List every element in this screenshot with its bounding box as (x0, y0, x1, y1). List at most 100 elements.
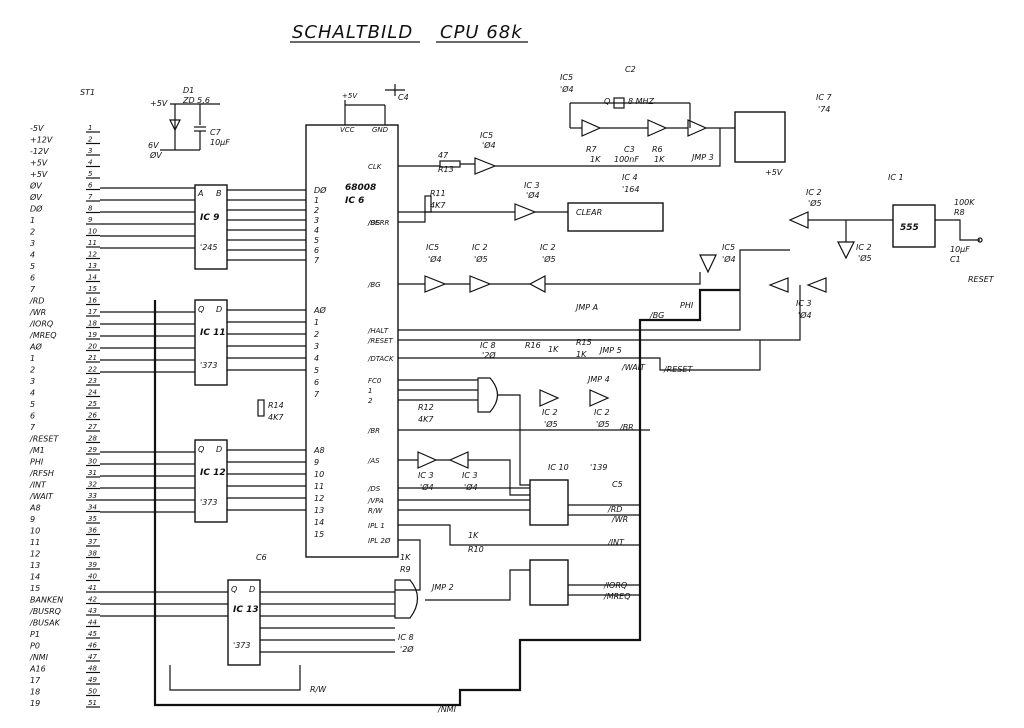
inverter-icon (474, 157, 497, 175)
title-right: CPU 68k (440, 22, 523, 43)
net-wr: /WR (611, 515, 628, 524)
connector-pin-label: 9 (30, 515, 35, 524)
cpu-pin-label: /BG (367, 281, 381, 289)
ic2-gate4-part: 'Ø5 (596, 419, 610, 429)
r11-value: 4K7 (430, 201, 446, 210)
connector-pin-number: 21 (88, 354, 97, 362)
connector-pin-number: 18 (88, 320, 97, 328)
connector-pin-label: P0 (30, 642, 40, 651)
cpu-pin-label: 1 (368, 387, 372, 395)
connector-pin-label: A8 (29, 504, 41, 513)
r6-value: 1K (654, 155, 665, 164)
cpu-pin-label: /HALT (367, 327, 389, 335)
ic13-side-b: D (249, 585, 255, 594)
connector-pin-number: 33 (88, 492, 97, 500)
cpu-address-pin-label: 4 (314, 354, 319, 363)
inverter-icon (417, 451, 438, 469)
connector-pin-number: 39 (88, 561, 97, 569)
cpu-address-high-pin-label: 12 (314, 494, 324, 503)
net-bg: /BG (649, 311, 664, 320)
connector-pin-label: ØV (29, 181, 42, 191)
c3-label: C3 (624, 145, 635, 154)
inverter-icon (699, 254, 717, 274)
connector-pin-label: 11 (30, 538, 40, 547)
connector-pin-number: 13 (88, 262, 97, 270)
cpu-gnd: GND (372, 126, 389, 134)
ic12-latch: IC 12 '373 Q D (194, 439, 228, 523)
cpu-data-pin-label: 6 (314, 246, 319, 255)
ic4-part: '164 (622, 185, 639, 194)
connector-pin-label: -12V (30, 147, 49, 156)
r13-value: 47 (438, 151, 449, 160)
ic2-gate2-label: IC 2 (540, 243, 556, 252)
misc-gates: IC5 'Ø4 IC 3 'Ø4 IC5 'Ø4 IC 2 'Ø5 IC 2 '… (417, 131, 872, 492)
r10-label: R10 (468, 545, 484, 554)
inverter-icon (589, 389, 610, 407)
ic2-gate2-part: 'Ø5 (542, 254, 556, 264)
ov-label: ØV (149, 150, 162, 160)
connector-pin-label: /MREQ (29, 331, 57, 340)
cpu-address-pin-label: 1 (314, 318, 319, 327)
connector-pin-number: 19 (88, 331, 97, 339)
connector-pin-number: 28 (88, 435, 97, 443)
inverter-icon (788, 211, 809, 229)
net-phi: PHI (680, 301, 694, 310)
ic3-gate4-label: IC 3 (796, 299, 812, 308)
connector-pin-label: /WR (29, 308, 46, 317)
cpu-address-pin-label: 6 (314, 378, 319, 387)
connector-pin-number: 17 (88, 308, 97, 316)
connector-pin-number: 7 (88, 193, 93, 201)
connector-pin-number: 43 (88, 607, 97, 615)
ic8-name: IC 8 (398, 633, 414, 642)
connector-pin-number: 49 (88, 676, 97, 684)
connector-pin-number: 48 (88, 665, 97, 673)
connector-pin-number: 31 (88, 469, 97, 477)
connector-pin-number: 16 (88, 297, 97, 305)
connector-pin-number: 51 (88, 699, 97, 707)
v6-label: 6V (148, 141, 159, 150)
r12-value: 4K7 (418, 415, 434, 424)
connector-pin-number: 32 (88, 481, 97, 489)
jmp5-label: JMP 5 (598, 346, 622, 355)
jmp4-label: JMP 4 (586, 375, 610, 384)
cpu-address-pin-label: 5 (314, 366, 319, 375)
connector-pin-number: 40 (88, 573, 97, 581)
connector-pin-label: /RFSH (29, 469, 54, 478)
ic7-part: '74 (818, 105, 830, 114)
connector-pin-label: 14 (30, 573, 40, 582)
ic2-gate5-part: 'Ø5 (808, 198, 822, 208)
connector-pin-label: /WAIT (29, 492, 54, 501)
connector-pin-number: 25 (88, 400, 97, 408)
cpu-part: 68008 (345, 183, 376, 193)
resistor-icon (257, 399, 265, 417)
ic13-latch: IC 13 '373 Q D C6 (227, 553, 267, 666)
cpu-data-pin-label: 4 (314, 226, 319, 235)
connector-pin-label: /BUSAK (29, 619, 61, 628)
connector-pin-label: /RESET (29, 435, 59, 444)
net-mreq: /MREQ (603, 592, 631, 601)
connector-pin-label: AØ (29, 342, 42, 352)
connector-pin-number: 5 (88, 170, 93, 178)
cpu-vcc: VCC (340, 126, 355, 134)
ic11-part: '373 (200, 361, 217, 370)
connector-pin-label: 3 (30, 377, 35, 386)
cpu-pin-label: R/W (368, 507, 383, 515)
inverter-icon (424, 275, 447, 293)
connector-pin-number: 15 (88, 285, 97, 293)
connector-pin-label: 4 (30, 389, 35, 398)
cpu-address-high-pin-label: A8 (313, 446, 325, 455)
ic8-gates: IC 8 '2Ø IC 8 '2Ø (394, 341, 499, 654)
ic2-gate5-label: IC 2 (806, 188, 822, 197)
ic5-gate3-part: 'Ø4 (722, 254, 736, 264)
ic11-name: IC 11 (200, 328, 226, 338)
cpu-address-high-pin-label: 9 (314, 458, 319, 467)
c7-value: 10µF (210, 138, 230, 147)
ic2-gate6-part: 'Ø5 (858, 253, 872, 263)
connector-pin-label: 6 (30, 412, 35, 421)
connector-pin-label: /BUSRQ (29, 607, 61, 616)
cpu-address-high-pin-label: 15 (314, 530, 324, 539)
connector-pin-label: /M1 (29, 446, 45, 455)
inverter-icon (806, 277, 827, 293)
connector-pin-number: 46 (88, 642, 97, 650)
ic5-gate2-part: 'Ø4 (428, 254, 442, 264)
